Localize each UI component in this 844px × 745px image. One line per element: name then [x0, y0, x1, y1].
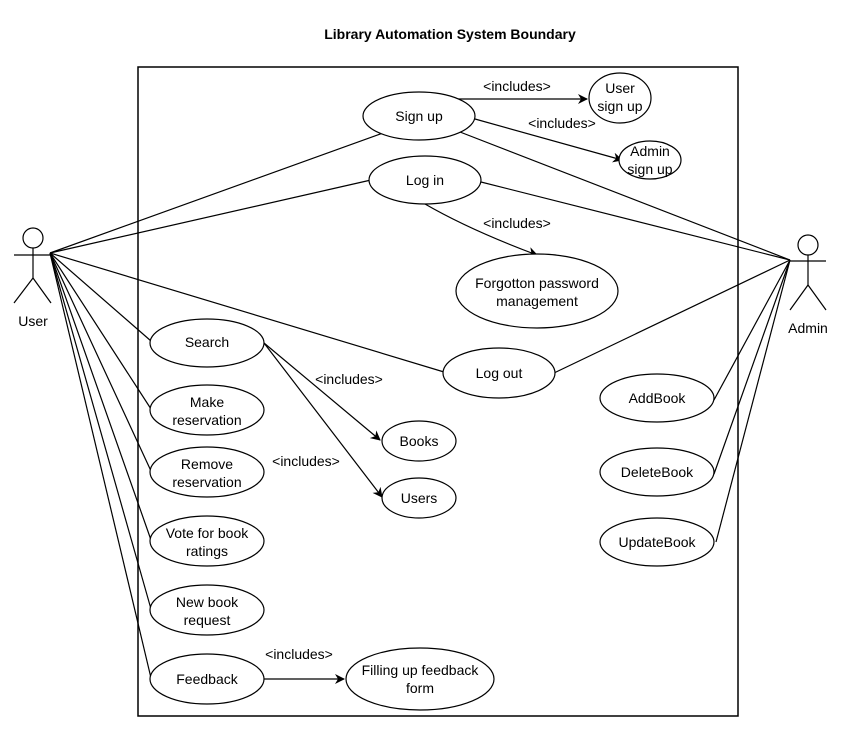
use-case-log-in: Log in: [368, 155, 482, 205]
svg-text:Sign up: Sign up: [395, 108, 443, 124]
include-arrows: [263, 94, 623, 684]
svg-text:Admin: Admin: [630, 143, 670, 159]
use-case-vote-ratings: Vote for book ratings: [149, 515, 265, 567]
use-case-feedback-form: Filling up feedback form: [345, 647, 495, 711]
svg-text:request: request: [184, 612, 231, 628]
svg-text:ratings: ratings: [186, 543, 228, 559]
svg-text:User: User: [605, 80, 635, 96]
use-case-users: Users: [381, 477, 457, 519]
system-boundary: [137, 66, 739, 717]
admin-associations: [459, 131, 791, 543]
use-case-sign-up: Sign up: [362, 91, 476, 141]
use-case-search: Search: [149, 318, 265, 368]
svg-text:sign up: sign up: [627, 161, 672, 177]
use-case-new-book-request: New book request: [149, 584, 265, 636]
include-label-user-signup: <includes>: [483, 78, 551, 94]
svg-text:Filling up feedback: Filling up feedback: [362, 662, 480, 678]
svg-text:Feedback: Feedback: [176, 671, 238, 687]
user-associations: [49, 132, 445, 679]
use-case-add-book: AddBook: [599, 373, 715, 423]
use-case-books: Books: [381, 420, 457, 462]
svg-text:UpdateBook: UpdateBook: [618, 534, 696, 550]
diagram-title: Library Automation System Boundary: [324, 26, 576, 42]
use-case-make-reservation: Make reservation: [149, 384, 265, 436]
use-case-user-sign-up: User sign up: [588, 72, 652, 124]
svg-text:Make: Make: [190, 394, 224, 410]
svg-text:New book: New book: [176, 594, 239, 610]
svg-text:DeleteBook: DeleteBook: [621, 464, 694, 480]
svg-text:sign up: sign up: [597, 98, 642, 114]
use-case-delete-book: DeleteBook: [599, 447, 715, 497]
include-label-admin-signup: <includes>: [528, 115, 596, 131]
svg-text:Users: Users: [401, 490, 438, 506]
svg-text:form: form: [406, 680, 434, 696]
use-case-update-book: UpdateBook: [599, 517, 715, 567]
svg-text:Forgotton password: Forgotton password: [475, 275, 599, 291]
svg-text:Remove: Remove: [181, 456, 233, 472]
svg-text:reservation: reservation: [172, 474, 241, 490]
svg-text:reservation: reservation: [172, 412, 241, 428]
actor-user: User: [13, 227, 52, 329]
include-label-feedback-form: <includes>: [265, 646, 333, 662]
actor-user-label: User: [18, 313, 48, 329]
include-label-users: <includes>: [272, 453, 340, 469]
actor-admin-label: Admin: [788, 320, 828, 336]
include-label-books: <includes>: [315, 371, 383, 387]
use-case-log-out: Log out: [442, 347, 556, 399]
svg-text:Vote for book: Vote for book: [166, 525, 250, 541]
svg-text:management: management: [496, 293, 578, 309]
use-case-admin-sign-up: Admin sign up: [618, 140, 682, 180]
svg-text:Books: Books: [400, 433, 439, 449]
svg-text:Search: Search: [185, 334, 229, 350]
svg-text:Log in: Log in: [406, 172, 444, 188]
use-case-forgot-password: Forgotton password management: [455, 253, 619, 329]
actor-admin: Admin: [788, 234, 828, 336]
include-label-forgot-password: <includes>: [483, 215, 551, 231]
use-case-remove-reservation: Remove reservation: [149, 446, 265, 498]
svg-text:AddBook: AddBook: [629, 390, 687, 406]
use-case-feedback: Feedback: [149, 653, 265, 705]
svg-text:Log out: Log out: [476, 365, 523, 381]
